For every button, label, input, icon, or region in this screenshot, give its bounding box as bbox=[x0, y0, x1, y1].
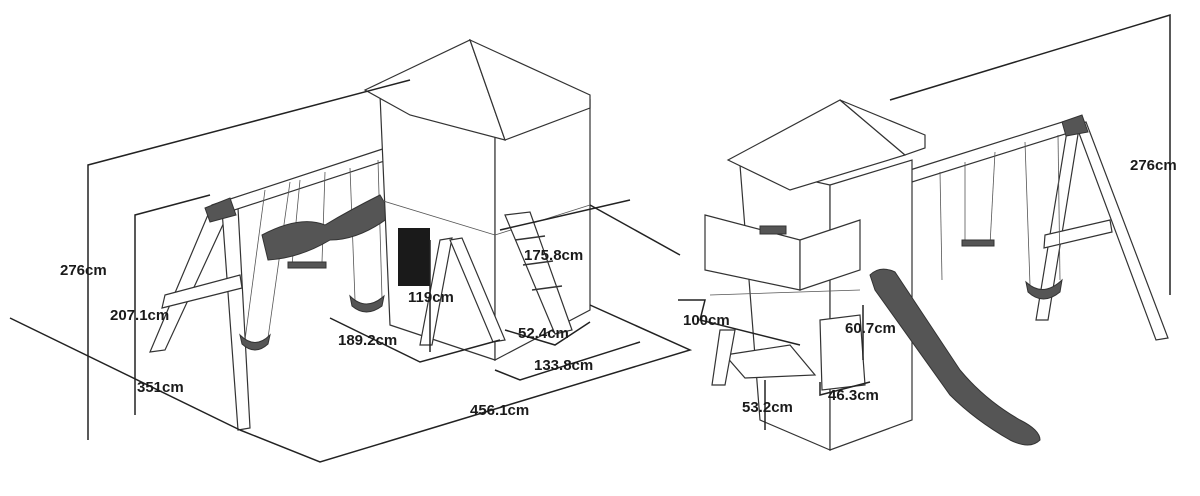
dim-tower-to-swing: 189.2cm bbox=[338, 332, 397, 349]
dim-swing-beam-height: 207.1cm bbox=[110, 307, 169, 324]
left-playset-drawing: 276cm 207.1cm 351cm 456.1cm 189.2cm 119c… bbox=[9, 38, 693, 463]
dim-counter-height: 53.2cm bbox=[742, 399, 793, 416]
right-swings bbox=[939, 134, 1063, 300]
left-swings bbox=[239, 159, 393, 351]
telescope bbox=[759, 225, 787, 235]
dim-tower-width: 133.8cm bbox=[534, 357, 593, 374]
left-dimension-lines bbox=[9, 79, 693, 463]
wave-slide bbox=[869, 268, 1041, 446]
dim-total-length: 456.1cm bbox=[470, 402, 529, 419]
left-tower bbox=[363, 38, 591, 361]
dim-window-width: 46.3cm bbox=[828, 387, 879, 404]
dim-ladder-width: 52.4cm bbox=[518, 325, 569, 342]
wavy-slide bbox=[261, 194, 393, 261]
right-playset-drawing: 276cm 100cm 60.7cm 53.2cm 46.3cm bbox=[678, 13, 1177, 451]
right-swing-frame bbox=[909, 114, 1169, 341]
dim-swing-frame-depth: 351cm bbox=[137, 379, 184, 396]
right-dimension-lines bbox=[678, 13, 1171, 430]
dim-tower-depth: 175.8cm bbox=[524, 247, 583, 264]
chalkboard bbox=[398, 228, 430, 286]
dim-window-height: 60.7cm bbox=[845, 320, 896, 337]
right-tower bbox=[704, 99, 926, 451]
dim-balcony-depth: 100cm bbox=[683, 312, 730, 329]
dim-platform-height: 119cm bbox=[408, 289, 454, 306]
dim-total-height-right: 276cm bbox=[1130, 157, 1177, 174]
left-swing-frame bbox=[149, 139, 413, 431]
dim-total-height-left: 276cm bbox=[60, 262, 107, 279]
